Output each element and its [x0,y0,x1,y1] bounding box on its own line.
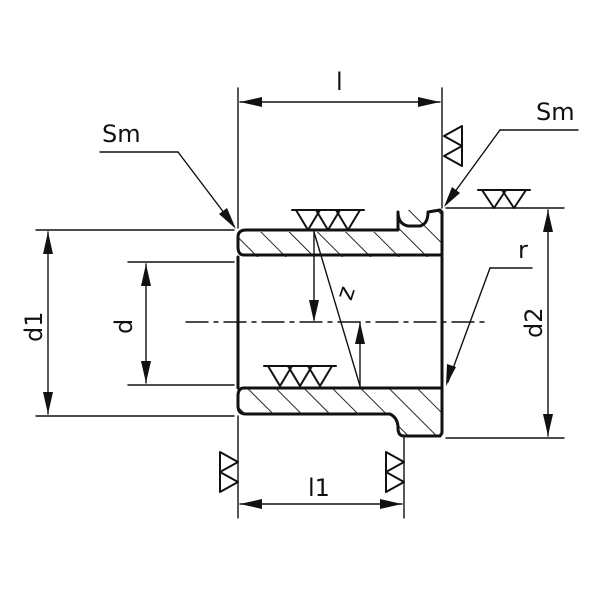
lower-wall-hatch [238,388,442,435]
dimension-d [141,263,151,384]
upper-wall-outline [236,208,444,257]
surface-finish-symbols [219,125,531,493]
label-l: l [336,68,343,96]
dimension-l1 [239,499,403,509]
dimension-z [309,231,365,387]
label-r: r [518,236,528,264]
dimension-d1 [43,231,53,415]
label-sm-right: Sm [536,98,575,126]
leader-sm-right [444,129,579,207]
lower-wall-outline [236,386,444,438]
bushing-section [185,208,491,438]
leader-sm-left [99,151,236,229]
label-d: d [110,319,138,334]
label-d1: d1 [20,311,48,342]
dimension-l [239,97,441,107]
extension-lines [35,87,565,519]
label-l1: l1 [308,474,330,502]
upper-wall-hatch [238,210,442,257]
dimension-d2 [543,209,553,437]
leader-r [446,267,533,386]
label-d2: d2 [520,307,548,338]
label-sm-left: Sm [102,120,141,148]
